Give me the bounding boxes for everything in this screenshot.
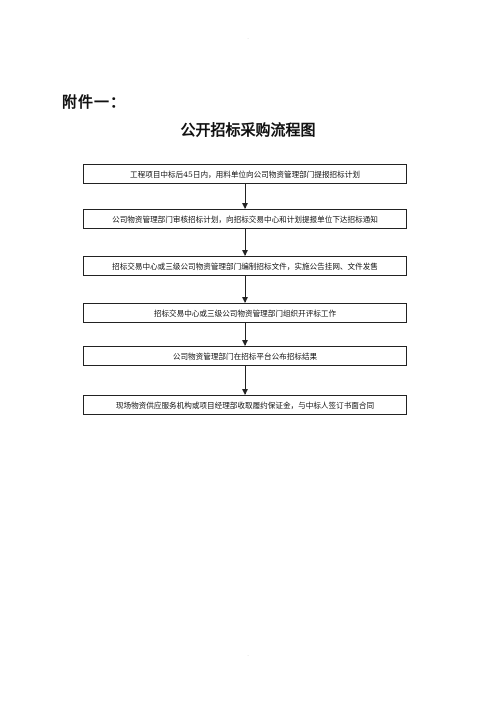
flow-step-3: 招标交易中心或三级公司物资管理部门编制招标文件，实施公告挂网、文件发售	[83, 256, 407, 276]
flow-step-5: 公司物资管理部门在招标平台公布招标结果	[83, 346, 407, 366]
flow-step-2: 公司物资管理部门审核招标计划，向招标交易中心和计划提报单位下达招标通知	[83, 209, 407, 229]
flowchart-title: 公开招标采购流程图	[180, 121, 316, 139]
attachment-label: 附件一：	[62, 93, 127, 111]
flow-arrow-3	[242, 276, 248, 303]
flow-step-6: 现场物资供应服务机构或项目经理部收取履约保证金，与中标人签订书面合同	[83, 395, 407, 415]
flow-step-4: 招标交易中心或三级公司物资管理部门组织开评标工作	[83, 303, 407, 323]
flow-step-1: 工程项目中标后45日内，用料单位向公司物资管理部门提报招标计划	[83, 164, 407, 184]
flow-arrow-4	[242, 323, 248, 346]
header-mark: ·	[247, 35, 250, 43]
flow-arrow-2	[242, 229, 248, 256]
footer-mark: ·	[247, 652, 250, 660]
flow-arrow-1	[242, 184, 248, 209]
flow-arrow-5	[242, 366, 248, 395]
